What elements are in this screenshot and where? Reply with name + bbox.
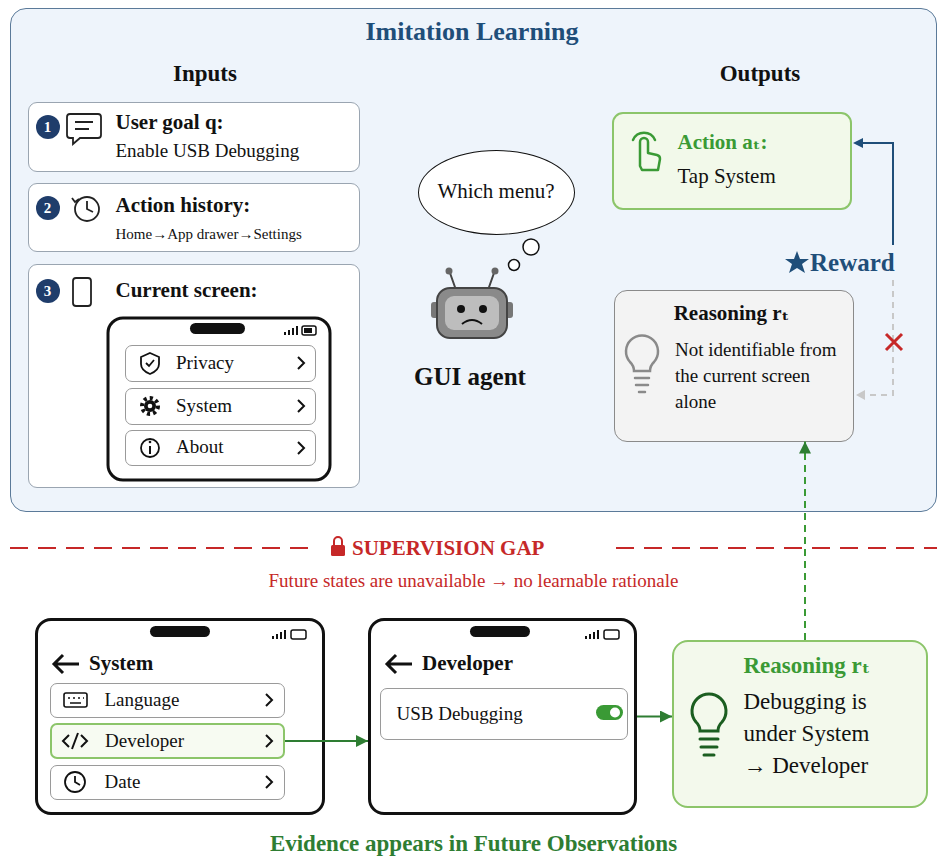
thought-bubble: Which menu?: [418, 150, 575, 235]
node-heading: Reasoning rₜ: [744, 652, 871, 680]
phone-screen: DeveloperUSB Debugging: [368, 618, 637, 815]
input-box: Current screen: 3PrivacySystemAbout: [28, 264, 360, 488]
node-heading: Imitation Learning: [10, 16, 935, 47]
node-heading: Action history:: [116, 193, 251, 218]
setting-row: USB Debugging: [380, 688, 628, 740]
node-heading: Privacy: [176, 346, 234, 381]
node-body: Tap System: [678, 164, 776, 189]
callout-number: 3: [36, 279, 60, 303]
callout-number: 2: [36, 196, 60, 220]
lock-shackle: [334, 537, 342, 545]
menu-row: System: [125, 388, 316, 425]
input-box: User goal q: Enable USB Debugging 1: [28, 102, 360, 172]
node-heading: Developer: [105, 725, 184, 757]
reasoning-box: Reasoning rₜ Debugging is under System → …: [672, 640, 928, 808]
menu-row: Language: [50, 683, 285, 718]
node-body: Not identifiable from the current screen…: [675, 337, 847, 415]
callout-number: 1: [36, 115, 60, 139]
lock-body: [331, 545, 345, 556]
node-heading: 1: [36, 115, 60, 139]
node-body: Enable USB Debugging: [116, 140, 300, 163]
input-box: Action history: Home→App drawer→Settings 2: [28, 183, 360, 252]
menu-row: Privacy: [125, 345, 316, 382]
node-heading: USB Debugging: [397, 689, 523, 739]
node-heading: 3: [36, 279, 60, 303]
node-heading: Which menu?: [419, 151, 574, 234]
reward-label: Reward: [810, 248, 895, 278]
node-heading: About: [176, 431, 224, 465]
column-heading: Inputs: [130, 60, 280, 88]
node-heading: Developer: [422, 651, 513, 676]
node-heading: Current screen:: [116, 278, 258, 303]
node-heading: Reasoning rₜ: [613, 301, 850, 326]
node-heading: Action aₜ:: [678, 130, 768, 155]
menu-row-highlight: Developer: [50, 723, 285, 759]
column-heading: Outputs: [685, 60, 835, 88]
action-box: Action aₜ: Tap System: [612, 112, 852, 210]
gap-title: SUPERVISION GAP: [352, 536, 544, 561]
node-body: Debugging is under System → Developer: [744, 686, 886, 782]
node-body: Home→App drawer→Settings: [116, 225, 302, 243]
node-heading: System: [176, 389, 232, 424]
phone-screen: SystemLanguageDeveloperDate: [35, 618, 325, 815]
node-heading: 2: [36, 196, 60, 220]
node-heading: Date: [105, 766, 141, 799]
node-heading: Language: [105, 684, 180, 717]
flow-arrow: [637, 716, 672, 718]
section-caption: Evidence appears in Future Observations: [0, 830, 947, 858]
reasoning-box: Reasoning rₜ Not identifiable from the cu…: [614, 290, 854, 442]
menu-row: About: [125, 430, 316, 466]
node-heading: System: [89, 651, 153, 676]
node-heading: User goal q:: [116, 110, 224, 135]
gap-note: Future states are unavailable → no learn…: [0, 570, 947, 593]
agent-label: GUI agent: [380, 362, 560, 392]
menu-row: Date: [50, 765, 285, 800]
